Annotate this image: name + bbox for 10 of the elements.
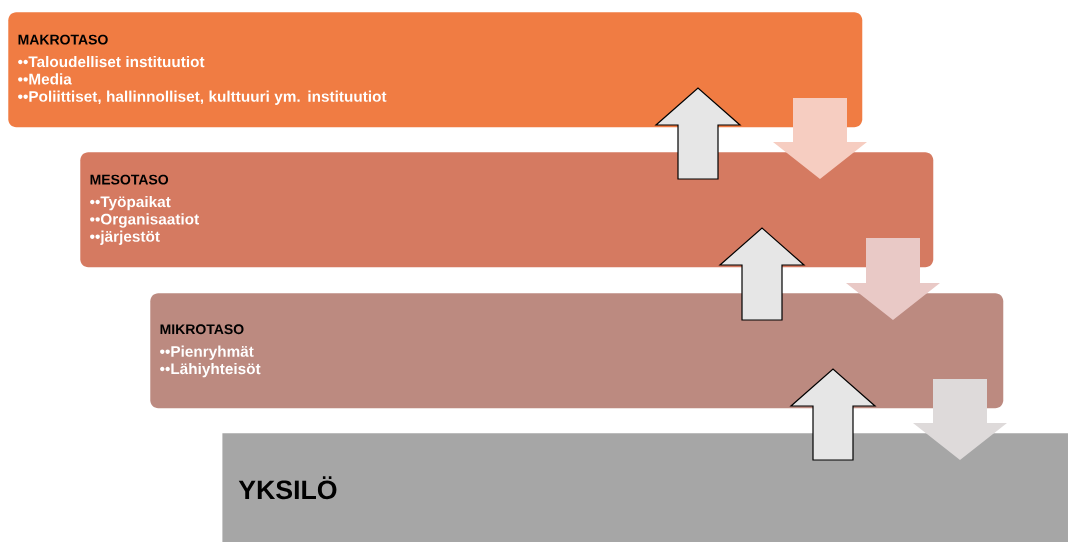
block-arrow: [654, 87, 742, 180]
block-arrow: [846, 238, 940, 320]
block-arrow: [773, 98, 867, 179]
level-box: MESOTASO ••Työpaikat ••Organisaatiot ••järjestöt: [80, 152, 934, 268]
level-box: MIKROTASO ••Pienryhmät ••Lähiyhteisöt: [150, 293, 1004, 409]
level-box: YKSILÖ: [222, 433, 1068, 542]
level-box: MAKROTASO ••Taloudelliset instituutiot ••Media ••Poliittiset, hallinnolliset, kulttuuri ym. instituutiot: [8, 12, 863, 128]
block-arrow: [789, 368, 877, 461]
block-arrow: [913, 379, 1007, 460]
block-arrow: [718, 227, 806, 321]
